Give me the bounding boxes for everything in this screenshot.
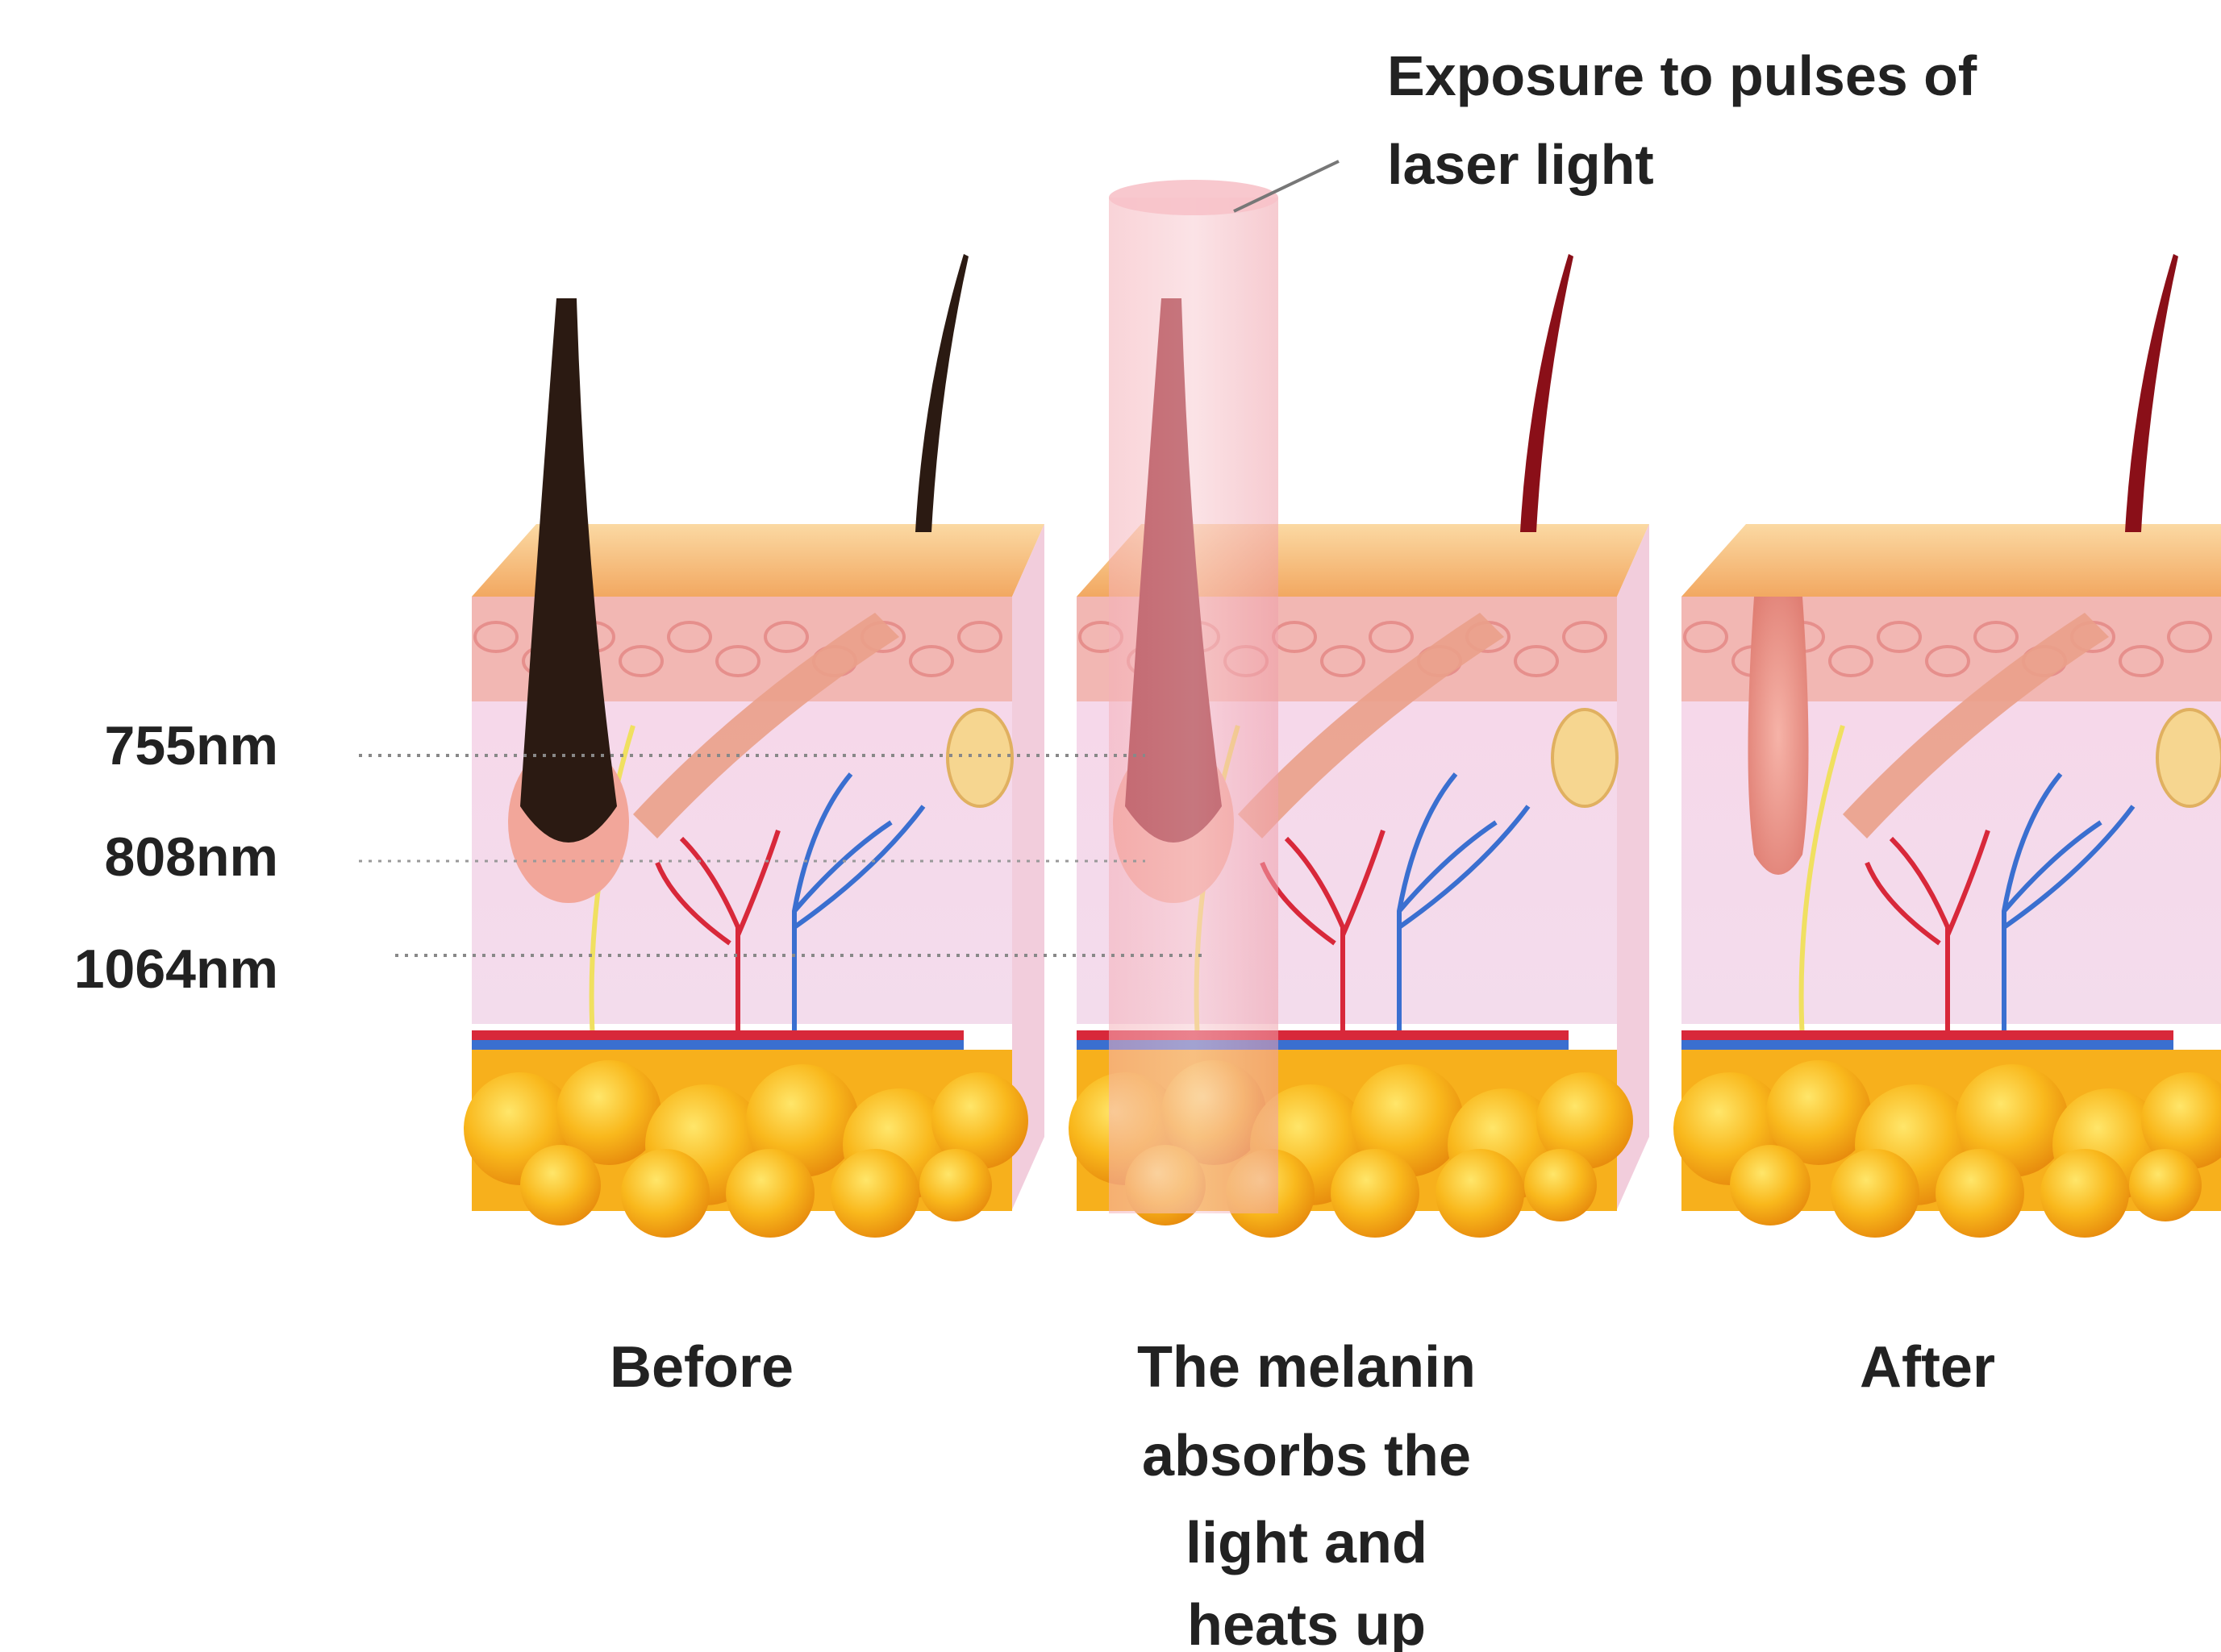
wavelength-label-808: 808nm bbox=[105, 826, 278, 888]
main-artery bbox=[472, 1030, 964, 1040]
fat-cell bbox=[726, 1149, 815, 1238]
gland bbox=[948, 709, 1012, 806]
caption-after: After bbox=[1860, 1335, 1995, 1400]
caption-middle-line2: absorbs the bbox=[1142, 1424, 1471, 1488]
wavelength-label-755: 755nm bbox=[105, 715, 278, 776]
caption-middle-line3: light and bbox=[1186, 1511, 1427, 1575]
fat-cell bbox=[1936, 1149, 2024, 1238]
fat-cell bbox=[919, 1149, 992, 1221]
fat-cell bbox=[1436, 1149, 1524, 1238]
wavelength-label-1064: 1064nm bbox=[74, 938, 278, 1000]
callout-text-line1: Exposure to pulses of bbox=[1387, 44, 1977, 107]
caption-before: Before bbox=[610, 1335, 794, 1400]
fat-cell bbox=[831, 1149, 919, 1238]
surface-hair bbox=[915, 254, 969, 532]
fat-cell bbox=[621, 1149, 710, 1238]
caption-before-line: Before bbox=[610, 1335, 794, 1400]
main-vein bbox=[1681, 1040, 2173, 1050]
surface-hair bbox=[2125, 254, 2178, 532]
skin-block-1 bbox=[464, 254, 1044, 1238]
caption-middle-line1: The melanin bbox=[1137, 1335, 1476, 1400]
hair-follicle-empty bbox=[1748, 597, 1809, 875]
fat-cell bbox=[520, 1145, 601, 1225]
skin-surface bbox=[1681, 524, 2221, 597]
main-artery bbox=[1681, 1030, 2173, 1040]
gland bbox=[2157, 709, 2221, 806]
fat-cell bbox=[2040, 1149, 2129, 1238]
fat-cell bbox=[2129, 1149, 2202, 1221]
caption-middle-line4: heats up bbox=[1187, 1593, 1426, 1652]
surface-hair bbox=[1520, 254, 1573, 532]
fat-cell bbox=[1524, 1149, 1597, 1221]
fat-cell bbox=[1831, 1149, 1919, 1238]
caption-after-line: After bbox=[1860, 1335, 1995, 1400]
fat-cell bbox=[1730, 1145, 1811, 1225]
laser-beam bbox=[1109, 180, 1278, 1213]
gland bbox=[1552, 709, 1617, 806]
caption-middle: The melanin absorbs the light and heats … bbox=[1137, 1335, 1476, 1652]
fat-cell bbox=[1331, 1149, 1419, 1238]
callout-text-line2: laser light bbox=[1387, 133, 1654, 196]
skin-block-3 bbox=[1673, 254, 2221, 1238]
skin-panels bbox=[464, 254, 2221, 1238]
main-vein bbox=[472, 1040, 964, 1050]
